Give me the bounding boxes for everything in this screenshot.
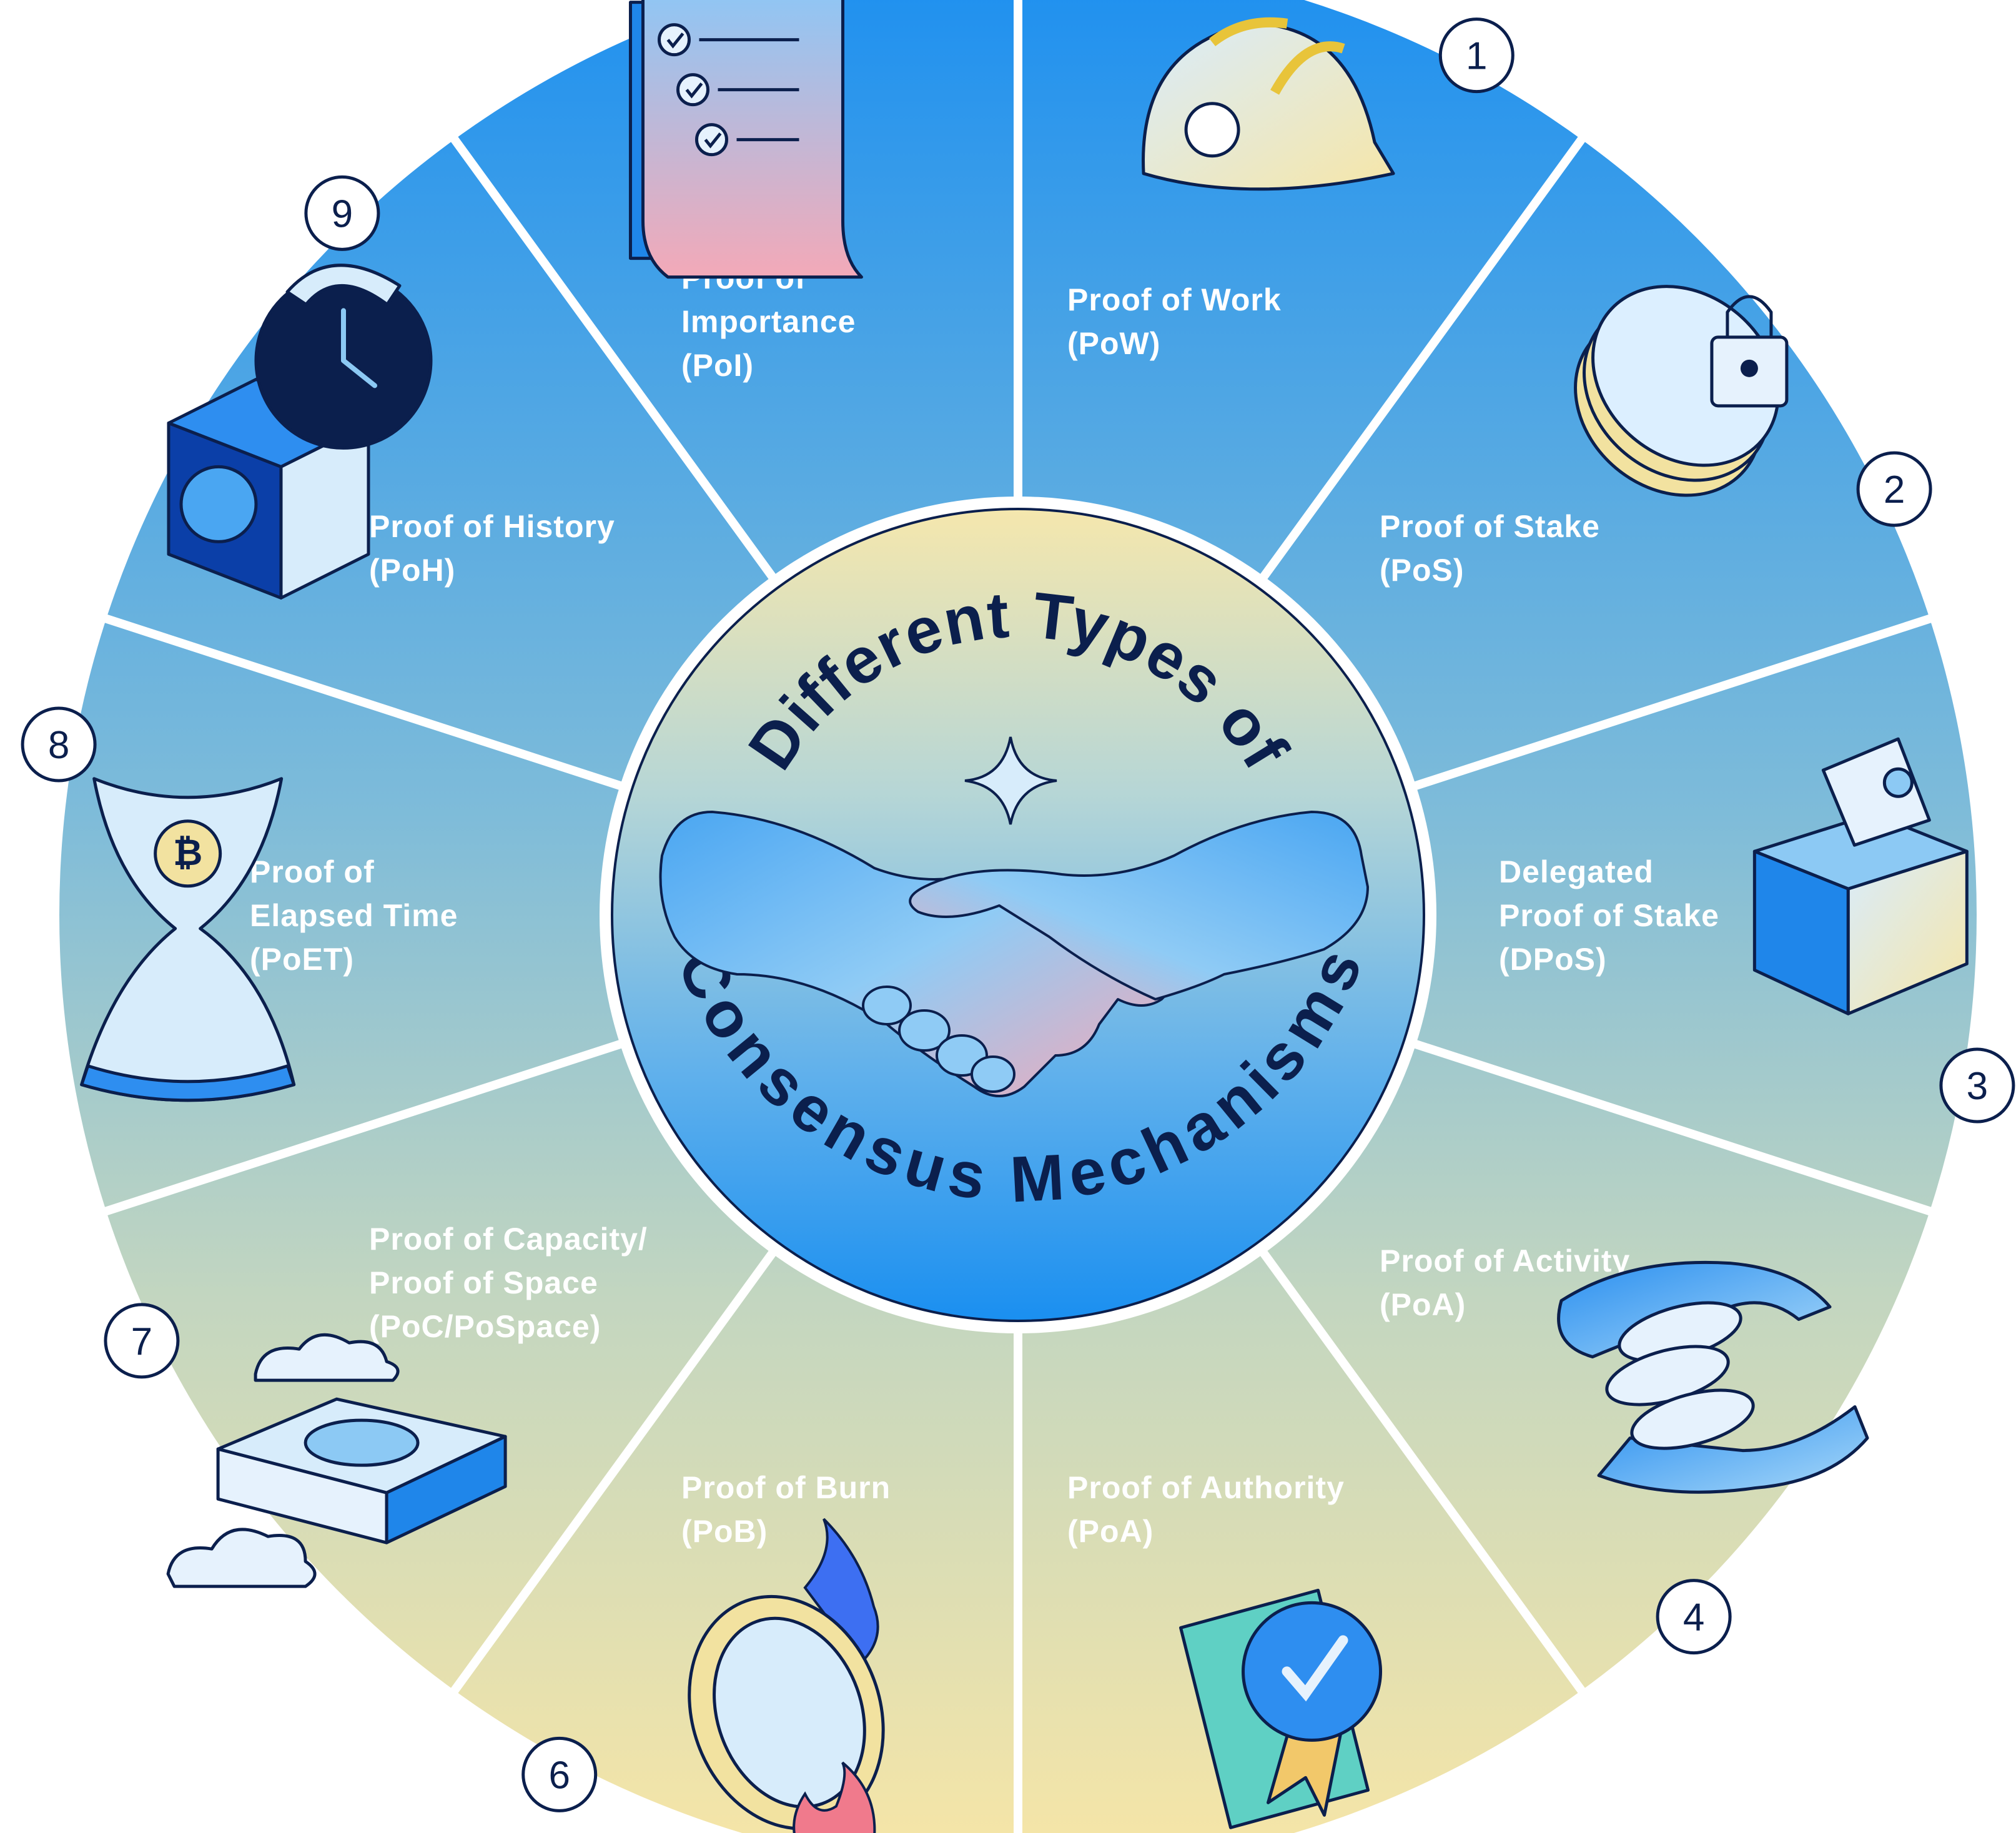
segment-label-line: Proof of Activity [1380, 1243, 1630, 1278]
segment-numbers: 12345678910 [21, 17, 2015, 1812]
segment-label-line: (PoA) [1380, 1287, 1466, 1322]
miner-helmet-icon [1142, 17, 1395, 191]
segment-divider [449, 134, 779, 585]
segment-divider [102, 613, 628, 792]
segment-label-line: Proof of History [369, 509, 615, 544]
segment-label-4: Proof of Activity (PoA) [1380, 1243, 1630, 1322]
segment-label-2: Proof of Stake (PoS) [1380, 509, 1600, 588]
segment-label-line: Proof of Stake [1499, 898, 1719, 933]
segment-icons: ₿ [80, 0, 1969, 1833]
segment-label-9: Proof of History (PoH) [369, 509, 615, 588]
number-badge-text: 1 [1466, 35, 1487, 78]
handshake-icon [659, 811, 1369, 1097]
segment-label-line: Proof of [250, 854, 375, 889]
segment-label-line: Proof of Capacity/ [369, 1222, 648, 1257]
segment-number-badge-1: 1 [1438, 17, 1514, 94]
ballot-box-icon [1752, 737, 1969, 1015]
segment-label-line: (PoH) [369, 553, 455, 588]
segment-divider [1257, 134, 1587, 585]
number-badge-circle [1939, 1047, 2015, 1124]
segment-number-badge-7: 7 [104, 1303, 180, 1379]
hands-passing-coins-icon [1557, 1260, 1869, 1494]
segment-label-line: (DPoS) [1499, 942, 1607, 977]
number-badge-circle [521, 1736, 598, 1812]
segment-label-5: Proof of Authority (PoA) [1067, 1470, 1345, 1549]
segment-label-line: Delegated [1499, 854, 1654, 889]
segment-number-badge-2: 2 [1856, 451, 1932, 527]
number-badge-text: 8 [48, 724, 69, 767]
segment-label-6: Proof of Burn (PoB) [681, 1470, 891, 1549]
segment-number-badge-8: 8 [21, 706, 97, 783]
number-badge-circle [304, 175, 380, 251]
number-badge-circle [1656, 1579, 1732, 1655]
segment-label-line: Proof of Burn [681, 1470, 891, 1505]
segment-label-line: Proof of Authority [1067, 1470, 1345, 1505]
number-badge-text: 3 [1967, 1065, 1988, 1108]
cloud-storage-drive-icon [166, 1333, 507, 1588]
number-badge-text: 7 [131, 1320, 152, 1363]
clock-cube-icon [167, 264, 433, 600]
segment-label-line: (PoC/PoSpace) [369, 1309, 601, 1344]
certificate-badge-icon [1179, 1588, 1383, 1829]
segment-number-badge-4: 4 [1656, 1579, 1732, 1655]
segment-label-line: (PoI) [681, 348, 754, 383]
segment-label-line: Proof of Space [369, 1265, 598, 1300]
segment-label-line: Proof of Stake [1380, 509, 1600, 544]
segment-label-line: Importance [681, 304, 856, 339]
segment-label-line: Proof of Work [1067, 282, 1282, 317]
burning-coin-icon [688, 1518, 885, 1833]
segment-divider [449, 1245, 779, 1696]
number-badge-circle [1438, 17, 1514, 94]
segment-label-line: (PoET) [250, 942, 354, 977]
segment-label-line: (PoW) [1067, 326, 1160, 361]
segment-divider [102, 1038, 628, 1217]
segment-divider [1408, 1038, 1934, 1217]
segment-label-line: (PoS) [1380, 553, 1465, 588]
segment-dividers [102, 0, 1934, 1833]
segment-divider [1257, 1245, 1587, 1696]
svg-text:₿: ₿ [173, 833, 202, 873]
segment-label-8: Proof of Elapsed Time (PoET) [250, 854, 458, 977]
segment-divider [1408, 613, 1934, 792]
segment-label-line: Elapsed Time [250, 898, 458, 933]
segment-label-line: (PoA) [1067, 1514, 1154, 1549]
hourglass-bitcoin-icon: ₿ [80, 777, 296, 1102]
segment-label-1: Proof of Work (PoW) [1067, 282, 1282, 361]
number-badge-circle [104, 1303, 180, 1379]
number-badge-circle [1856, 451, 1932, 527]
segment-number-badge-3: 3 [1939, 1047, 2015, 1124]
sparkle-icon [964, 736, 1057, 825]
checklist-document-icon [628, 0, 863, 279]
segment-number-badge-9: 9 [304, 175, 380, 251]
locked-coin-stack-icon [1574, 285, 1789, 497]
number-badge-text: 4 [1683, 1596, 1704, 1639]
number-badge-text: 6 [548, 1754, 570, 1797]
segment-label-7: Proof of Capacity/Proof of Space (PoC/PoS… [369, 1222, 648, 1344]
segment-label-line: (PoB) [681, 1514, 768, 1549]
number-badge-text: 2 [1884, 468, 1905, 511]
number-badge-text: 9 [332, 192, 353, 235]
segment-number-badge-6: 6 [521, 1736, 598, 1812]
number-badge-circle [21, 706, 97, 783]
